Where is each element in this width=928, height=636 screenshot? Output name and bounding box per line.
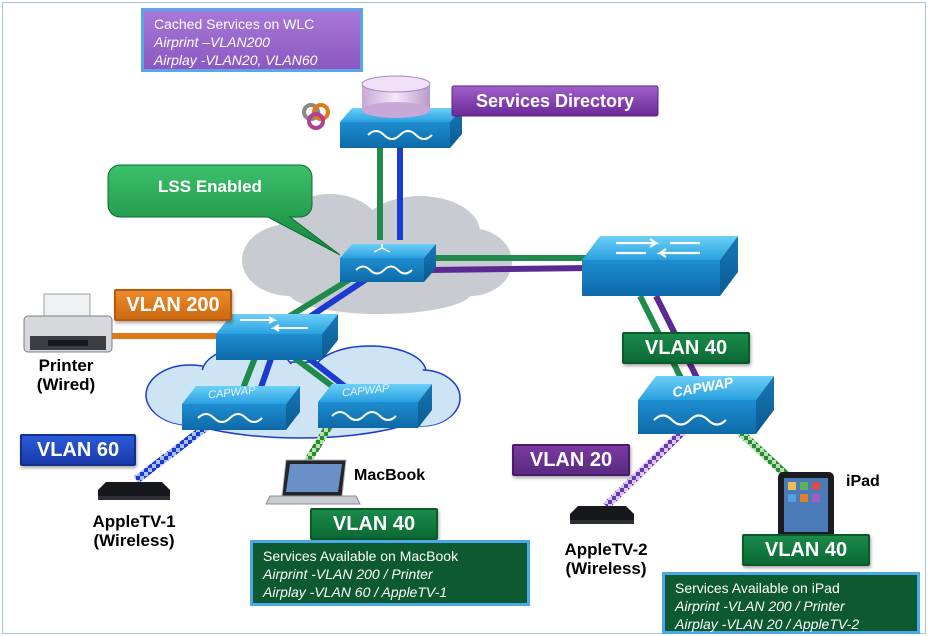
appletv-2-icon <box>570 506 634 524</box>
lss-enabled-label: LSS Enabled <box>158 177 262 196</box>
right-switch <box>582 236 738 296</box>
services-directory-label: Services Directory <box>475 91 635 111</box>
vlan-40-ipad-tag: VLAN 40 <box>742 534 870 566</box>
core-switch <box>340 244 436 282</box>
vlan-40-macbook-tag: VLAN 40 <box>310 508 438 540</box>
cached-services-title: Cached Services on WLC <box>154 16 315 32</box>
macbook-services-title: Services Available on MacBook <box>263 548 459 564</box>
ipad-label: iPad <box>846 473 880 490</box>
cached-airprint: Airprint –VLAN200 <box>154 34 270 50</box>
bonjour-icon <box>302 103 330 130</box>
services-directory-switch <box>340 75 462 148</box>
access-point-left-1 <box>182 386 300 430</box>
appletv-2-label: AppleTV-2 (Wireless) <box>548 540 664 578</box>
services-directory-tag <box>451 85 659 117</box>
access-point-right <box>638 376 774 434</box>
cached-services-box: Cached Services on WLC Airprint –VLAN200… <box>141 8 363 72</box>
ipad-services-title: Services Available on iPad <box>675 580 840 596</box>
distribution-switch <box>216 314 338 360</box>
appletv-1-icon <box>98 482 170 500</box>
vlan-40-uplink-tag: VLAN 40 <box>622 332 750 364</box>
ipad-icon <box>778 472 834 542</box>
appletv-1-label: AppleTV-1 (Wireless) <box>76 512 192 550</box>
ipad-airplay: Airplay -VLAN 20 / AppleTV-2 <box>675 616 860 632</box>
ipad-services-box: Services Available on iPad Airprint -VLA… <box>662 572 920 634</box>
ipad-airprint: Airprint -VLAN 200 / Printer <box>675 598 845 614</box>
printer-label-line1: Printer <box>38 356 94 375</box>
appletv-1-label-line2: (Wireless) <box>93 531 175 550</box>
lss-callout <box>107 164 341 256</box>
access-point-left-2 <box>318 384 432 428</box>
macbook-airplay: Airplay -VLAN 60 / AppleTV-1 <box>263 584 448 600</box>
cached-airplay: Airplay -VLAN20, VLAN60 <box>154 52 318 68</box>
vlan-60-tag: VLAN 60 <box>20 434 136 466</box>
appletv-1-label-line1: AppleTV-1 <box>92 512 176 531</box>
printer-label-line2: (Wired) <box>36 375 96 394</box>
macbook-label: MacBook <box>354 467 426 484</box>
macbook-icon <box>265 459 361 505</box>
macbook-services-box: Services Available on MacBook Airprint -… <box>250 540 530 606</box>
appletv-2-label-line2: (Wireless) <box>565 559 647 578</box>
vlan-20-tag: VLAN 20 <box>512 444 630 476</box>
printer-label: Printer (Wired) <box>28 356 104 394</box>
printer-icon <box>23 293 113 353</box>
appletv-2-label-line1: AppleTV-2 <box>564 540 648 559</box>
macbook-airprint: Airprint -VLAN 200 / Printer <box>263 566 433 582</box>
vlan-200-tag: VLAN 200 <box>114 289 232 321</box>
